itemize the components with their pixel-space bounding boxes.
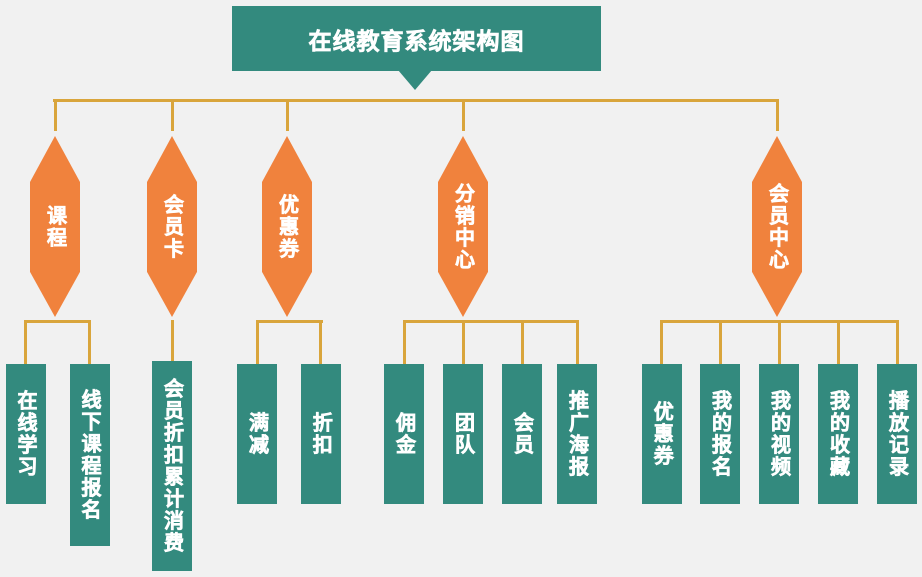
connector-branch1-horizontal	[24, 320, 91, 323]
connector-branch2-vertical	[170, 320, 174, 361]
leaf-node-my-favorites: 我的收藏	[818, 364, 858, 504]
title-arrow	[398, 70, 432, 90]
connector-stub	[53, 99, 57, 131]
branch-node-courses: 课程	[30, 136, 80, 317]
connector-main-horizontal	[53, 99, 778, 102]
connector-stub	[775, 99, 779, 131]
leaf-node-my-signup: 我的报名	[700, 364, 740, 504]
connector-stub	[520, 320, 524, 364]
connector-stub	[836, 320, 840, 364]
connector-stub	[88, 320, 91, 364]
title-node: 在线教育系统架构图	[232, 6, 601, 71]
diagram-title: 在线教育系统架构图	[308, 27, 525, 54]
leaf-node-discount: 折扣	[300, 364, 341, 504]
leaf-node-play-history: 播放记录	[877, 364, 917, 504]
branch-node-member-center: 会员中心	[752, 136, 802, 317]
leaf-node-full-reduction: 满减	[237, 364, 277, 504]
leaf-node-commission: 佣金	[384, 364, 424, 504]
leaf-node-promo-poster: 推广海报	[557, 364, 597, 504]
leaf-node-coupons: 优惠券	[641, 364, 682, 504]
leaf-node-member: 会员	[502, 364, 542, 504]
connector-stub	[660, 320, 664, 364]
leaf-node-online-learning: 在线学习	[5, 364, 46, 504]
connector-stub	[402, 320, 406, 364]
leaf-node-team: 团队	[443, 364, 483, 504]
leaf-node-offline-course-signup: 线下课程报名	[69, 364, 110, 546]
connector-stub	[461, 99, 465, 131]
branch-node-distribution-center: 分销中心	[438, 136, 488, 317]
connector-stub	[319, 320, 323, 364]
connector-stub	[24, 320, 27, 364]
connector-branch4-horizontal	[402, 320, 579, 323]
connector-stub	[895, 320, 899, 364]
connector-stub	[170, 99, 174, 131]
leaf-node-member-discount-spending: 会员折扣累计消费	[152, 361, 192, 571]
connector-stub	[255, 320, 259, 364]
connector-branch3-horizontal	[255, 320, 323, 323]
leaf-node-my-videos: 我的视频	[759, 364, 799, 504]
branch-node-coupons: 优惠券	[262, 136, 312, 317]
connector-stub	[461, 320, 465, 364]
branch-node-membership-card: 会员卡	[147, 136, 197, 317]
connector-stub	[575, 320, 579, 364]
connector-stub	[718, 320, 722, 364]
connector-stub	[285, 99, 289, 131]
connector-stub	[777, 320, 781, 364]
